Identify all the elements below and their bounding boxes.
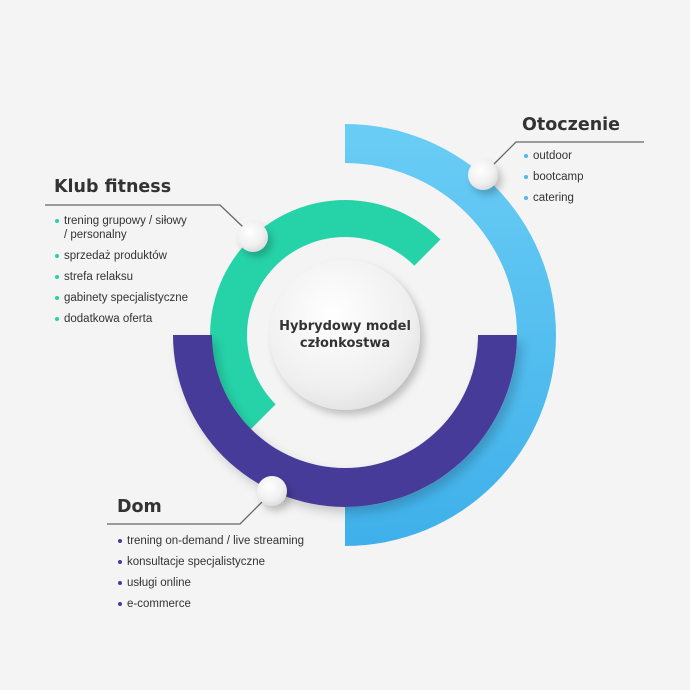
klub-fitness-heading: Klub fitness bbox=[54, 177, 172, 197]
center-disc[interactable] bbox=[270, 260, 420, 410]
list-item-text: strefa relaksu bbox=[64, 271, 134, 283]
center-title-line-1: Hybrydowy model bbox=[279, 319, 411, 334]
klub-fitness-connector-line bbox=[45, 204, 244, 228]
center-title: Hybrydowy model członkostwa bbox=[265, 318, 425, 352]
otoczenie-arc bbox=[345, 124, 556, 546]
dom-heading: Dom bbox=[117, 497, 162, 517]
list-item: outdoor bbox=[524, 149, 654, 163]
dom-connector-line bbox=[107, 500, 264, 525]
bullet-icon bbox=[55, 296, 59, 300]
dom-list: trening on-demand / live streaming konsul… bbox=[118, 534, 358, 618]
klub-fitness-list: trening grupowy / siłowy / personalny sprz… bbox=[55, 214, 225, 333]
list-item-text: dodatkowa oferta bbox=[64, 313, 153, 325]
bullet-icon bbox=[55, 254, 59, 258]
list-item-text: bootcamp bbox=[533, 171, 584, 183]
list-item: trening on-demand / live streaming bbox=[118, 534, 358, 548]
dom-knob[interactable] bbox=[257, 476, 287, 506]
list-item: bootcamp bbox=[524, 170, 654, 184]
klub-fitness-knob[interactable] bbox=[238, 222, 268, 252]
bullet-icon bbox=[524, 154, 528, 158]
bullet-icon bbox=[118, 560, 122, 564]
otoczenie-connector-line bbox=[493, 141, 644, 165]
bullet-icon bbox=[524, 196, 528, 200]
dom-arc bbox=[173, 335, 517, 507]
list-item-text: outdoor bbox=[533, 150, 573, 162]
list-item: catering bbox=[524, 191, 654, 205]
list-item: e-commerce bbox=[118, 597, 358, 611]
bullet-icon bbox=[118, 581, 122, 585]
list-item-text: e-commerce bbox=[127, 598, 191, 610]
klub-fitness-arc bbox=[210, 200, 441, 431]
list-item-text: trening on-demand / live streaming bbox=[127, 535, 305, 547]
list-item-text: sprzedaż produktów bbox=[64, 250, 167, 262]
bullet-icon bbox=[118, 539, 122, 543]
list-item: usługi online bbox=[118, 576, 358, 590]
otoczenie-heading: Otoczenie bbox=[522, 115, 621, 135]
bullet-icon bbox=[55, 317, 59, 321]
list-item: dodatkowa oferta bbox=[55, 312, 225, 326]
bullet-icon bbox=[55, 275, 59, 279]
list-item: sprzedaż produktów bbox=[55, 249, 225, 263]
list-item: gabinety specjalistyczne bbox=[55, 291, 225, 305]
list-item-text: konsultacje specjalistyczne bbox=[127, 556, 266, 568]
otoczenie-list: outdoor bootcamp catering bbox=[524, 149, 654, 212]
center-title-line-2: członkostwa bbox=[299, 336, 391, 351]
list-item-text: trening grupowy / siłowy bbox=[64, 215, 187, 227]
bullet-icon bbox=[55, 219, 59, 223]
list-item-text: catering bbox=[533, 192, 574, 204]
bullet-icon bbox=[118, 602, 122, 606]
list-item: strefa relaksu bbox=[55, 270, 225, 284]
list-item: konsultacje specjalistyczne bbox=[118, 555, 358, 569]
list-item-text: / personalny bbox=[64, 229, 127, 241]
otoczenie-knob[interactable] bbox=[468, 160, 498, 190]
bullet-icon bbox=[524, 175, 528, 179]
list-item-text: gabinety specjalistyczne bbox=[64, 292, 189, 304]
list-item: trening grupowy / siłowy / personalny bbox=[55, 214, 225, 242]
list-item-text: usługi online bbox=[127, 577, 191, 589]
